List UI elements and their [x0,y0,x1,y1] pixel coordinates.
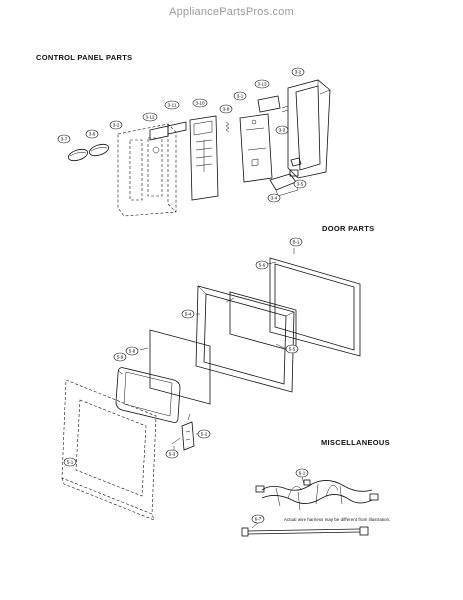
svg-text:3-6: 3-6 [89,132,96,137]
svg-text:3-7: 3-7 [61,137,68,142]
svg-text:3-4: 3-4 [271,196,278,201]
label-plate-part [149,125,169,141]
svg-text:B-1: B-1 [292,240,300,245]
keypad-part [189,115,219,201]
callout-3-13: 3-13 [254,79,270,89]
svg-text:3-3: 3-3 [279,128,286,133]
svg-text:3-11: 3-11 [168,103,177,108]
callout-5-9: 5-9 [113,352,127,362]
control-panel-frame-part [117,123,177,217]
callout-3-12: 3-12 [142,112,158,122]
door-inner-frame-part [195,285,295,393]
callout-3-6: 3-6 [85,129,99,139]
cord-part [241,526,369,537]
svg-text:5-8: 5-8 [129,349,136,354]
callout-3-4: 3-4 [267,193,281,203]
circuit-board-part [239,113,273,183]
svg-text:5-5: 5-5 [289,347,296,352]
spring-part [225,121,230,133]
svg-text:3-2: 3-2 [113,123,120,128]
callout-5-3: 5-3 [165,449,179,459]
door-panel-part [61,379,157,521]
callout-6-7: 6-7 [251,514,265,524]
callout-5-4: 5-4 [181,309,195,319]
callout-6-1: 6-1 [295,468,309,478]
svg-text:6-1: 6-1 [299,471,306,476]
glass-plate-part [149,329,211,405]
callout-3-10: 3-10 [192,98,208,108]
control-panel-assembly [67,79,331,217]
callout-5-8: 5-8 [125,346,139,356]
callout-3-1: 3-1 [233,91,247,101]
door-parts-heading: DOOR PARTS [322,224,375,233]
svg-text:5-4: 5-4 [185,312,192,317]
svg-text:5-6: 5-6 [259,263,266,268]
bracket-part [257,95,281,113]
callout-3-3: 3-3 [275,125,289,135]
oval-button-part [88,143,110,157]
window-part [115,367,181,423]
latch-part [181,421,195,451]
callout-3-5: 3-5 [293,179,307,189]
svg-text:3-13: 3-13 [257,82,267,87]
callout-3-7: 3-7 [57,134,71,144]
watermark: AppliancePartsPros.com [169,6,294,18]
svg-text:3-1: 3-1 [237,94,244,99]
svg-text:3-10: 3-10 [195,101,205,106]
wire-harness-note: Actual wire harness may be different fro… [284,517,391,522]
callout-3-2-housing: 3-2 [291,67,305,77]
callout-b-1: B-1 [289,237,303,247]
control-panel-housing-part [287,79,331,179]
svg-text:5-1: 5-1 [67,460,74,465]
svg-text:3-8: 3-8 [223,107,230,112]
svg-text:5-3: 5-3 [169,452,176,457]
svg-text:5-9: 5-9 [117,355,124,360]
control-panel-parts-heading: CONTROL PANEL PARTS [36,53,133,62]
svg-text:3-5: 3-5 [297,182,304,187]
callout-5-1: 5-1 [63,457,77,467]
small-plate-part [167,121,187,135]
svg-text:6-7: 6-7 [255,517,262,522]
callout-3-2-frame: 3-2 [109,120,123,130]
callout-5-2: 5-2 [197,429,211,439]
callout-3-8: 3-8 [219,104,233,114]
callout-3-11: 3-11 [164,100,180,110]
svg-text:3-12: 3-12 [145,115,155,120]
door-assembly [61,248,361,521]
svg-text:3-2: 3-2 [295,70,302,75]
callout-5-5: 5-5 [285,344,299,354]
oval-button-part [67,148,89,162]
miscellaneous-heading: MISCELLANEOUS [321,438,390,447]
svg-text:5-2: 5-2 [201,432,208,437]
wire-harness-part [255,479,379,511]
door-frame-rear-part [269,257,361,357]
callout-5-6: 5-6 [255,260,269,270]
